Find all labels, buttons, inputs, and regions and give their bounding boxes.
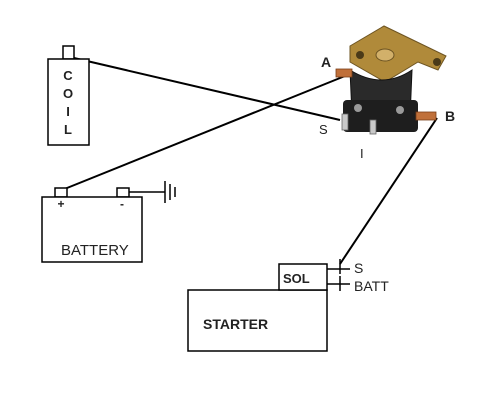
- coil-letter-c: C: [63, 68, 73, 83]
- bracket-hole-right: [433, 58, 441, 66]
- wire-battery-plus-to-terminal-a: [61, 75, 346, 191]
- starter-batt-label: BATT: [354, 278, 389, 294]
- terminal-a-stud: [335, 68, 353, 78]
- battery-body: [41, 196, 143, 263]
- terminal-b-label: B: [445, 108, 455, 124]
- sol-label: SOL: [283, 271, 310, 286]
- terminal-b-stud: [415, 111, 437, 121]
- starter-motor: STARTER SOL S BATT: [187, 259, 389, 352]
- battery-plus-label: +: [57, 197, 64, 211]
- terminal-a-label: A: [321, 54, 331, 70]
- wire-terminal-b-to-starter-s: [339, 117, 438, 265]
- battery-plus-post: [54, 187, 68, 198]
- terminal-i-label: I: [360, 146, 364, 161]
- coil-body: [47, 58, 90, 146]
- starter-solenoid: A B S I: [319, 25, 455, 161]
- starter-label: STARTER: [203, 316, 268, 332]
- terminal-i-stud: [369, 119, 377, 135]
- battery: + - BATTERY: [41, 187, 143, 263]
- starter-terminals: [327, 259, 350, 291]
- sol-box: [278, 263, 328, 291]
- coil-letter-o: O: [63, 86, 73, 101]
- bracket-center-stud: [375, 48, 395, 62]
- starter-s-label: S: [354, 260, 363, 276]
- terminal-bolt-right: [396, 106, 404, 114]
- terminal-bolt-left: [354, 104, 362, 112]
- battery-minus-post: [116, 187, 130, 198]
- battery-label: BATTERY: [61, 242, 129, 259]
- terminal-s-stud: [341, 113, 349, 131]
- coil-letter-l: L: [64, 122, 72, 137]
- solenoid-bracket: [349, 25, 447, 83]
- terminal-s-label: S: [319, 122, 328, 137]
- starter-body: [187, 289, 328, 352]
- solenoid-base: [343, 100, 418, 132]
- coil-terminal: [62, 45, 75, 60]
- bracket-hole-left: [356, 51, 364, 59]
- ignition-coil: C O I L: [47, 45, 90, 146]
- wires: [61, 57, 438, 265]
- ground-icon: [129, 181, 176, 203]
- wire-coil-to-solenoid-s: [73, 57, 341, 121]
- coil-letter-i: I: [66, 104, 70, 119]
- battery-minus-label: -: [120, 197, 124, 211]
